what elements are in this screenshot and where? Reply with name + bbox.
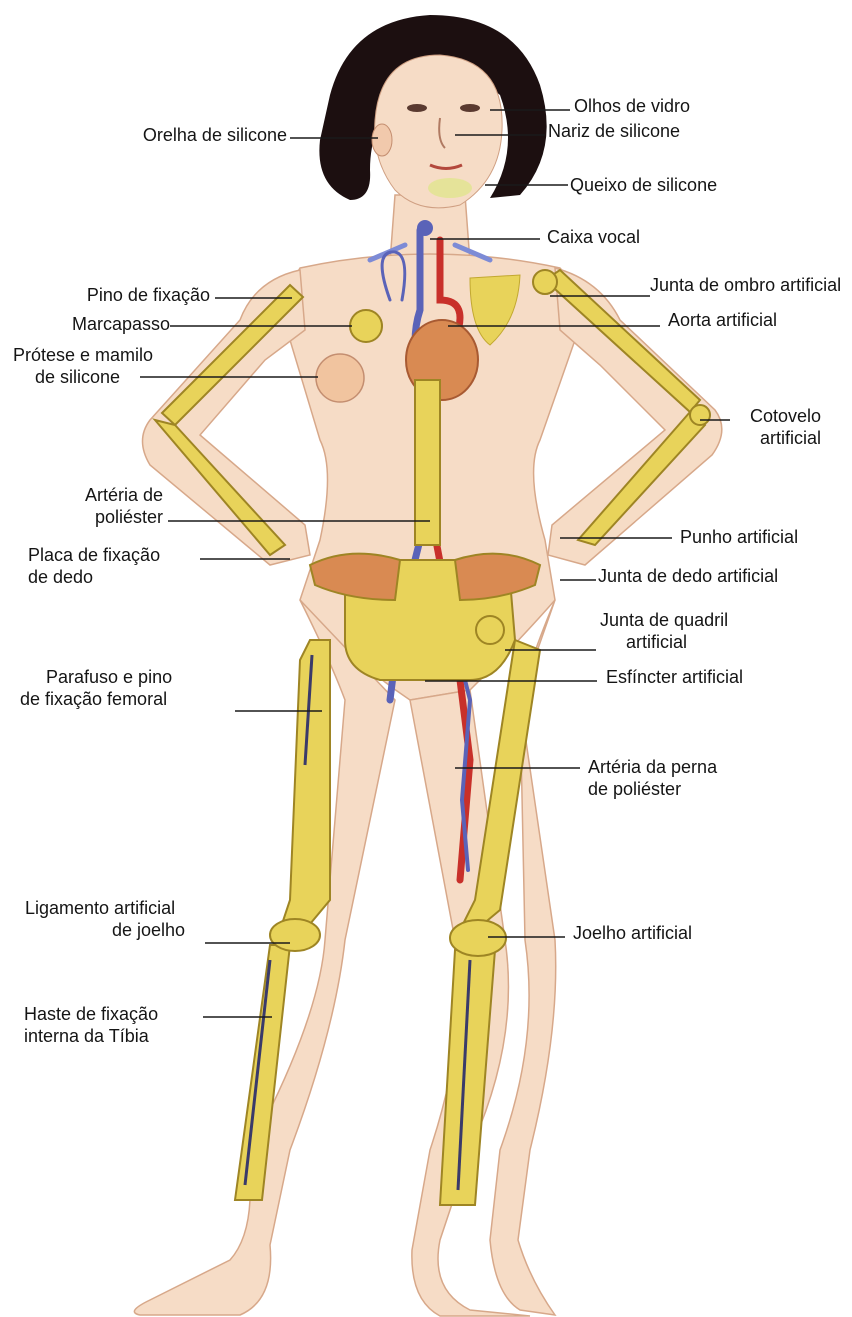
label-olhos-de-vidro: Olhos de vidro xyxy=(574,95,690,117)
silicone-ear xyxy=(372,124,392,156)
label-punho-artificial: Punho artificial xyxy=(680,526,798,548)
voice-box xyxy=(417,220,433,236)
label-nariz-de-silicone: Nariz de silicone xyxy=(548,120,680,142)
pacemaker xyxy=(350,310,382,342)
label-caixa-vocal: Caixa vocal xyxy=(547,226,640,248)
head xyxy=(319,15,546,208)
label-joelho-artificial: Joelho artificial xyxy=(573,922,692,944)
label-junta-de-ombro: Junta de ombro artificial xyxy=(650,274,841,296)
label-marcapasso: Marcapasso xyxy=(72,313,170,335)
silicone-chin xyxy=(428,178,472,198)
label-orelha-de-silicone: Orelha de silicone xyxy=(143,124,287,146)
label-esfincter-artificial: Esfíncter artificial xyxy=(606,666,743,688)
breast-prosthesis xyxy=(316,354,364,402)
label-junta-de-dedo: Junta de dedo artificial xyxy=(598,565,778,587)
label-pino-de-fixacao: Pino de fixação xyxy=(87,284,210,306)
label-aorta-artificial: Aorta artificial xyxy=(668,309,777,331)
label-queixo-de-silicone: Queixo de silicone xyxy=(570,174,717,196)
